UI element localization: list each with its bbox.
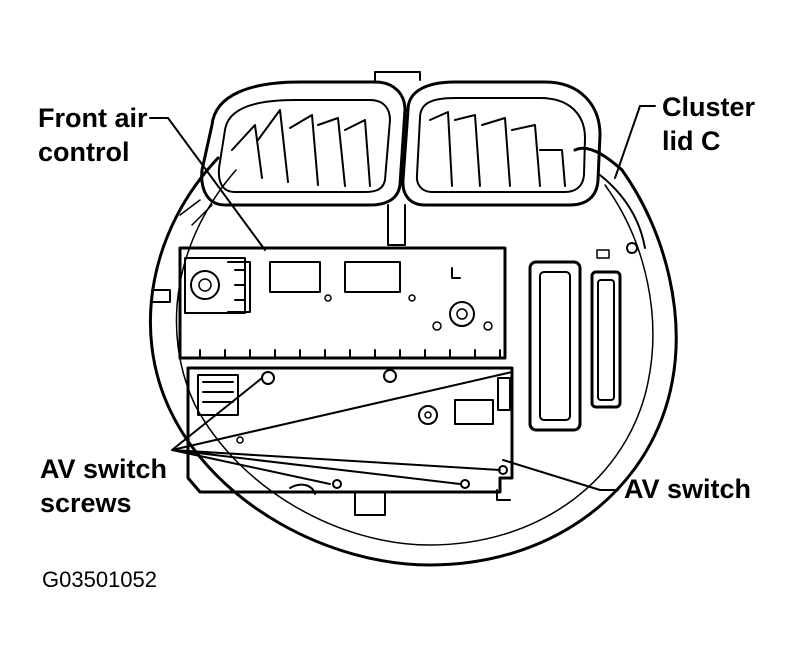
leader-av-switch <box>502 459 619 491</box>
label-av-switch-screws: AV switch screws <box>40 452 167 520</box>
label-av-switch: AV switch <box>624 474 752 504</box>
leader-front-air-control <box>149 117 266 251</box>
front-air-control-panel <box>151 246 507 360</box>
cluster-lid-c <box>179 71 646 254</box>
label-av-switch-screws-line1: AV switch <box>40 454 168 484</box>
label-front-air-control: Front air control <box>38 101 148 169</box>
leader-cluster-lid-c <box>614 105 656 179</box>
label-cluster-lid-c-line1: Cluster <box>662 92 756 122</box>
leader-av-switch-screws <box>171 371 513 485</box>
av-switch-board <box>186 366 514 516</box>
cluster-housing-outline <box>148 146 678 567</box>
label-cluster-lid-c: Cluster lid C <box>662 90 755 158</box>
side-slots <box>528 249 622 432</box>
figure-code: G03501052 <box>42 567 157 592</box>
label-front-air-control-line1: Front air <box>38 103 148 133</box>
label-front-air-control-line2: control <box>38 137 130 167</box>
label-av-switch-screws-line2: screws <box>40 488 132 518</box>
label-cluster-lid-c-line2: lid C <box>662 126 721 156</box>
cluster-housing-inner <box>175 169 654 546</box>
